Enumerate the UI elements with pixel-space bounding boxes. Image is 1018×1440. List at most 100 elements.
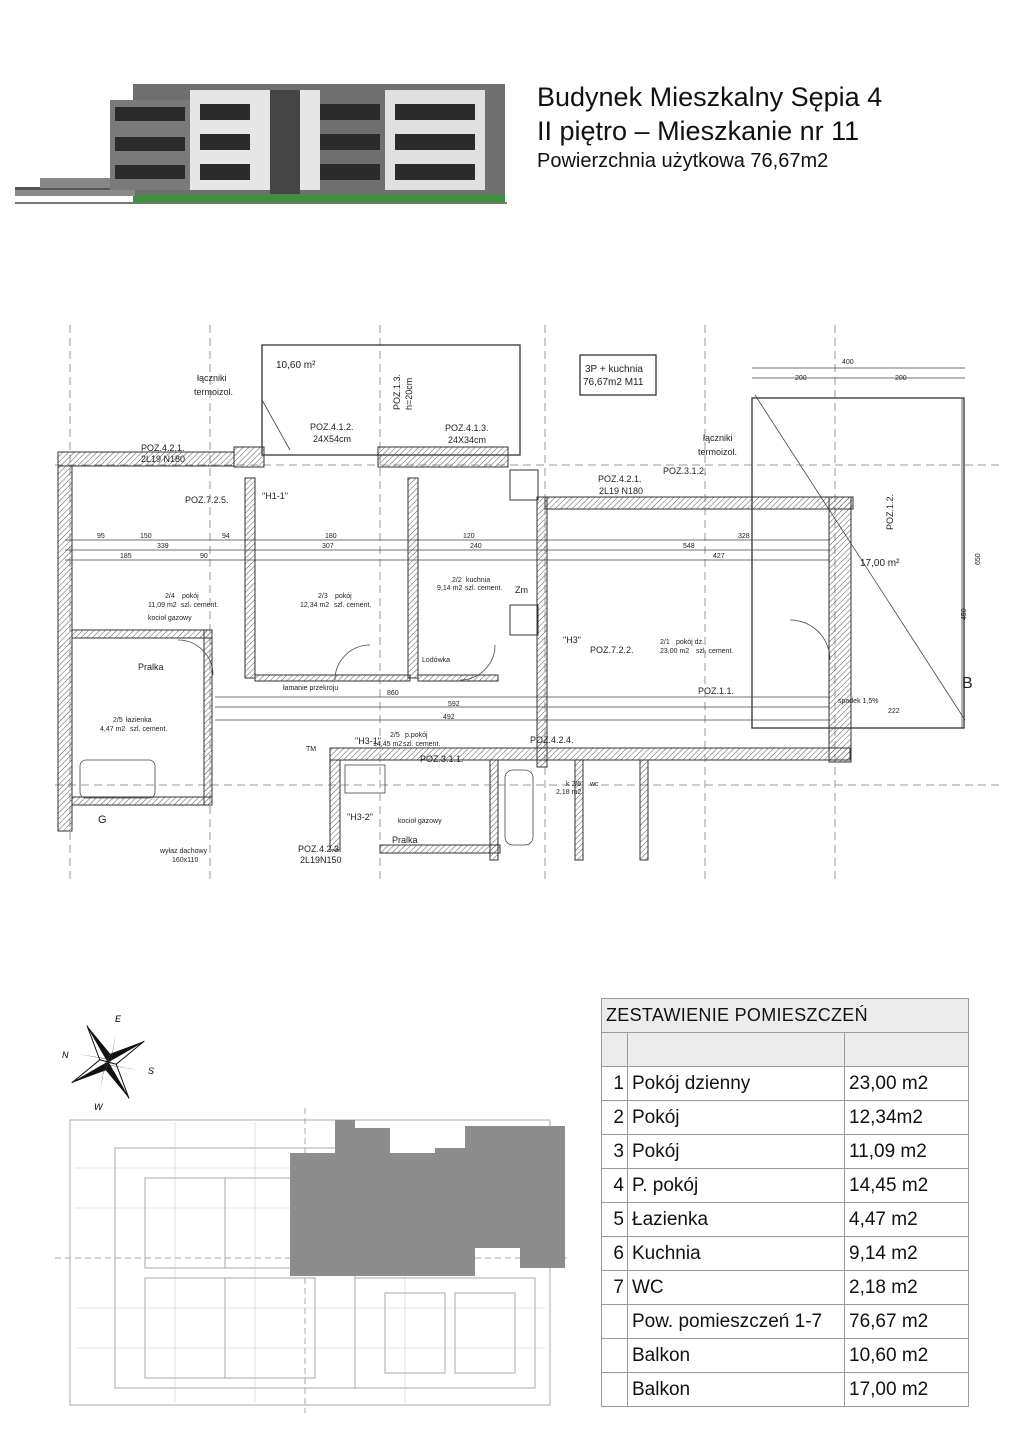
- room-area: 4,47 m2: [844, 1202, 969, 1237]
- svg-text:pokój: pokój: [182, 593, 199, 600]
- svg-text:łazienka: łazienka: [126, 717, 152, 724]
- row-number: 3: [601, 1134, 628, 1169]
- svg-text:240: 240: [470, 543, 482, 550]
- poz-label: POZ.3.1.1.: [420, 754, 464, 764]
- section-label: "H3": [563, 635, 581, 645]
- svg-text:11,09 m2: 11,09 m2: [148, 602, 177, 609]
- svg-text:2/1: 2/1: [660, 639, 670, 646]
- svg-text:94: 94: [222, 533, 230, 540]
- poz-label: POZ.4.2.4.: [530, 735, 574, 745]
- svg-text:p.pokój: p.pokój: [405, 732, 428, 739]
- room-area: 17,00 m2: [844, 1372, 969, 1407]
- svg-text:kuchnia: kuchnia: [466, 577, 490, 584]
- washer-label: Pralka: [392, 835, 418, 845]
- connectors-label-b: łączniki: [703, 433, 733, 443]
- poz-label: POZ.4.1.3.: [445, 423, 489, 433]
- svg-text:307: 307: [322, 543, 334, 550]
- poz-label: POZ.1.1.: [698, 686, 734, 696]
- svg-text:2/2: 2/2: [452, 577, 462, 584]
- compass-west: W: [94, 1102, 104, 1112]
- room-area: 10,60 m2: [844, 1338, 969, 1373]
- row-number: 4: [601, 1168, 628, 1203]
- svg-text:150: 150: [140, 533, 152, 540]
- poz-label: POZ.4.1.2.: [310, 422, 354, 432]
- svg-text:185: 185: [120, 553, 132, 560]
- svg-text:400: 400: [842, 359, 854, 366]
- unit-highlight: [290, 1120, 565, 1276]
- room-name: Balkon: [627, 1338, 845, 1373]
- balcony-2-area: 17,00 m²: [860, 558, 900, 569]
- svg-text:120: 120: [463, 533, 475, 540]
- svg-text:2/5: 2/5: [390, 732, 400, 739]
- fridge-zm-label: Zm: [515, 585, 528, 595]
- svg-text:328: 328: [738, 533, 750, 540]
- poz-label: h=20cm: [404, 378, 414, 410]
- connectors-label-2: termoizol.: [194, 387, 233, 397]
- poz-label: POZ.4.2.3.: [298, 844, 342, 854]
- section-label: "H3-1": [355, 736, 381, 746]
- svg-text:wc: wc: [589, 781, 599, 788]
- room-name: Pow. pomieszczeń 1-7: [627, 1304, 845, 1339]
- room-name: Pokój dzienny: [627, 1066, 845, 1101]
- room-name: Łazienka: [627, 1202, 845, 1237]
- svg-text:860: 860: [387, 690, 399, 697]
- svg-text:4,47 m2: 4,47 m2: [100, 726, 125, 733]
- svg-text:pokój dz.: pokój dz.: [676, 639, 704, 646]
- fridge-label: Lodówka: [422, 657, 450, 664]
- room-name: Balkon: [627, 1372, 845, 1407]
- row-number: 2: [601, 1100, 628, 1135]
- section-label: "H1-1": [262, 491, 288, 501]
- compass-south: S: [148, 1066, 154, 1076]
- row-number: [601, 1304, 628, 1339]
- svg-text:222: 222: [888, 708, 900, 715]
- poz-label: 2L19 N180: [599, 486, 643, 496]
- row-number: [601, 1338, 628, 1373]
- section-marker-b: B: [962, 675, 973, 692]
- listing-header: Budynek Mieszkalny Sępia 4 II piętro – M…: [537, 80, 882, 174]
- room-name: WC: [627, 1270, 845, 1305]
- svg-text:90: 90: [200, 553, 208, 560]
- section-label: "H3-2": [347, 812, 373, 822]
- svg-text:200: 200: [895, 375, 907, 382]
- row-number: 5: [601, 1202, 628, 1237]
- building-name: Budynek Mieszkalny Sępia 4: [537, 82, 883, 112]
- poz-label: POZ.1.2.: [885, 494, 895, 530]
- connectors-label-b-2: termoizol.: [698, 447, 737, 457]
- row-number: 6: [601, 1236, 628, 1271]
- svg-text:9,14 m2: 9,14 m2: [437, 585, 462, 592]
- svg-text:548: 548: [683, 543, 695, 550]
- room-area: 14,45 m2: [844, 1168, 969, 1203]
- svg-text:450: 450: [961, 608, 968, 620]
- svg-text:2/5: 2/5: [113, 717, 123, 724]
- svg-text:pokój: pokój: [335, 593, 352, 600]
- svg-text:650: 650: [975, 553, 982, 565]
- svg-text:szl. cement.: szl. cement.: [465, 585, 502, 592]
- svg-text:szl. cement.: szl. cement.: [403, 741, 440, 748]
- svg-text:200: 200: [795, 375, 807, 382]
- svg-text:180: 180: [325, 533, 337, 540]
- svg-text:14,45 m2: 14,45 m2: [373, 741, 402, 748]
- row-number: 7: [601, 1270, 628, 1305]
- usable-area: Powierzchnia użytkowa 76,67m2: [537, 150, 829, 172]
- unit-box-line1: 3P + kuchnia: [585, 364, 643, 375]
- row-number: [601, 1372, 628, 1407]
- poz-label: POZ.1.3.: [392, 374, 402, 410]
- floor-plan: 10,60 m² 17,00 m² 3P + kuchnia 76,67m2 M…: [55, 325, 1000, 880]
- svg-text:2/4: 2/4: [165, 593, 175, 600]
- room-name: P. pokój: [627, 1168, 845, 1203]
- room-area: 23,00 m2: [844, 1066, 969, 1101]
